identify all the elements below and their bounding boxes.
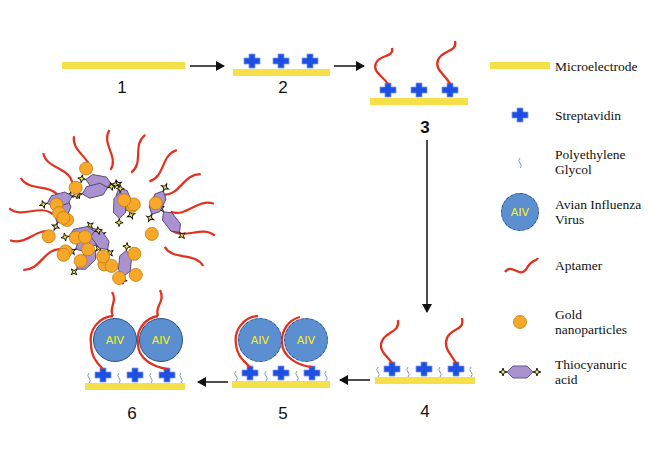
callout-number: 2 bbox=[278, 78, 287, 98]
legend-text: Microelectrode bbox=[555, 59, 647, 74]
virus-label: AIV bbox=[511, 206, 529, 219]
legend-text: Streptavidin bbox=[555, 108, 647, 123]
legend-text: Aptamer bbox=[555, 258, 647, 273]
gold-nanoparticle bbox=[69, 181, 82, 194]
aptamer-strand bbox=[23, 249, 61, 270]
aptamer-strand bbox=[165, 247, 204, 266]
virus-circle: AIV bbox=[238, 318, 282, 362]
virus-label: AIV bbox=[152, 334, 170, 347]
legend-text: Polyethylene Glycol bbox=[555, 147, 647, 177]
aptamer-strand bbox=[163, 174, 201, 195]
aptamer-strand bbox=[43, 153, 72, 183]
callout-number: 6 bbox=[127, 404, 136, 424]
gold-nanoparticle bbox=[42, 230, 55, 243]
virus-circle: AIV bbox=[284, 318, 328, 362]
virus-circle: AIV bbox=[501, 193, 539, 231]
callout-number: 5 bbox=[278, 404, 287, 424]
virus-label: AIV bbox=[297, 334, 315, 347]
gold-nanoparticle bbox=[74, 254, 87, 267]
aptamer-strand bbox=[149, 150, 177, 181]
virus-circle: AIV bbox=[139, 318, 183, 362]
virus-circle: AIV bbox=[93, 318, 137, 362]
callout-number: 3 bbox=[420, 118, 429, 138]
gold-nanoparticle bbox=[145, 227, 158, 240]
legend-swatch bbox=[490, 62, 550, 69]
virus-label: AIV bbox=[251, 334, 269, 347]
callout-number: 1 bbox=[117, 78, 126, 98]
gold-nanoparticle bbox=[118, 194, 131, 207]
gold-nanoparticle bbox=[105, 259, 118, 272]
legend-text: Gold nanoparticles bbox=[555, 307, 647, 337]
gold-nanoparticle bbox=[149, 197, 162, 210]
aptamer-strand bbox=[131, 135, 145, 173]
gold-nanoparticle bbox=[80, 162, 93, 175]
gold-nanoparticle bbox=[113, 272, 126, 285]
aptamer-strand bbox=[9, 208, 53, 214]
aptamer-strand bbox=[21, 178, 60, 197]
gold-nanoparticle bbox=[82, 243, 95, 256]
virus-label: AIV bbox=[106, 334, 124, 347]
legend-text: Thiocyanuric acid bbox=[555, 357, 647, 387]
thiocyanuric-acid bbox=[143, 181, 172, 224]
thiocyanuric-acid bbox=[60, 224, 104, 244]
aptamer-strand bbox=[171, 203, 214, 213]
gold-nanoparticle bbox=[128, 247, 141, 260]
aptamer-strand bbox=[107, 130, 113, 170]
gold-nanoparticle bbox=[129, 268, 142, 281]
gold-nanoparticle bbox=[57, 248, 70, 261]
legend-text: Avian Influenza Virus bbox=[555, 197, 647, 227]
gold-nanoparticle bbox=[79, 230, 92, 243]
gold-nanoparticle bbox=[57, 211, 70, 224]
callout-number: 4 bbox=[420, 402, 429, 422]
